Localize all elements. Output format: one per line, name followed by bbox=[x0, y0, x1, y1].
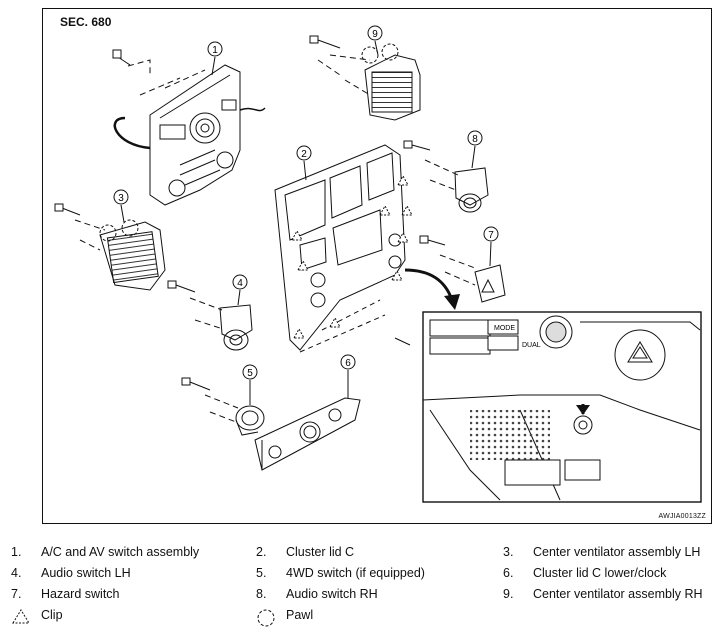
figure-id: AWJIA0013ZZ bbox=[658, 513, 706, 520]
legend-item-label: Center ventilator assembly RH bbox=[533, 587, 703, 601]
legend-item-label: Hazard switch bbox=[41, 587, 120, 601]
legend-item-label: Cluster lid C bbox=[286, 545, 355, 559]
callout-7: 7 bbox=[483, 226, 499, 267]
ac-av-switch-assembly-drawing bbox=[112, 49, 266, 206]
legend-symbol-label: Clip bbox=[41, 608, 63, 622]
legend-item-number: 9. bbox=[503, 587, 514, 601]
cluster-lid-c-drawing bbox=[274, 144, 411, 353]
legend-item-number: 6. bbox=[503, 566, 514, 580]
callout-9-text: 9 bbox=[372, 29, 378, 40]
callout-8-text: 8 bbox=[472, 134, 478, 145]
callouts: 1 2 3 4 5 6 7 8 9 bbox=[113, 25, 499, 405]
callout-6-text: 6 bbox=[345, 358, 351, 369]
center-ventilator-rh-drawing bbox=[309, 35, 421, 121]
callout-5-text: 5 bbox=[247, 368, 253, 379]
section-label: SEC. 680 bbox=[60, 15, 112, 29]
inset-dual-label: DUAL bbox=[522, 342, 541, 349]
legend-item-number: 3. bbox=[503, 545, 514, 559]
legend-item-label: Audio switch LH bbox=[41, 566, 131, 580]
4wd-switch-drawing bbox=[181, 377, 265, 436]
legend-item-label: Audio switch RH bbox=[286, 587, 378, 601]
inset-mode-label: MODE bbox=[494, 325, 515, 332]
clip-triangle-icon bbox=[12, 609, 30, 624]
callout-5: 5 bbox=[242, 364, 258, 405]
callout-7-text: 7 bbox=[488, 230, 494, 241]
callout-1: 1 bbox=[207, 41, 223, 76]
callout-9: 9 bbox=[367, 25, 383, 56]
legend-item-label: A/C and AV switch assembly bbox=[41, 545, 200, 559]
legend-symbol-label: Pawl bbox=[286, 608, 314, 622]
detail-inset-drawing bbox=[422, 315, 701, 501]
clip-markers bbox=[291, 174, 413, 339]
legend-item-number: 1. bbox=[11, 545, 22, 559]
pawl-circle-icon bbox=[257, 609, 275, 627]
legend-item-label: Cluster lid C lower/clock bbox=[533, 566, 667, 580]
center-ventilator-lh-drawing bbox=[54, 203, 166, 291]
callout-2: 2 bbox=[296, 145, 312, 181]
audio-switch-rh-drawing bbox=[403, 140, 489, 213]
callout-3-text: 3 bbox=[118, 193, 124, 204]
legend-item-number: 7. bbox=[11, 587, 22, 601]
legend-item-number: 2. bbox=[256, 545, 267, 559]
callout-6: 6 bbox=[340, 354, 356, 398]
hazard-switch-drawing bbox=[419, 235, 506, 303]
cluster-lid-lower-drawing bbox=[254, 397, 361, 471]
callout-3: 3 bbox=[113, 189, 129, 223]
legend-item-label: Center ventilator assembly LH bbox=[533, 545, 701, 559]
legend-item-number: 5. bbox=[256, 566, 267, 580]
callout-8: 8 bbox=[467, 130, 483, 169]
legend-item-number: 8. bbox=[256, 587, 267, 601]
audio-switch-lh-drawing bbox=[167, 280, 253, 351]
callout-4: 4 bbox=[232, 274, 248, 306]
callout-1-text: 1 bbox=[212, 45, 218, 56]
legend-item-label: 4WD switch (if equipped) bbox=[286, 566, 425, 580]
legend-item-number: 4. bbox=[11, 566, 22, 580]
callout-2-text: 2 bbox=[301, 149, 307, 160]
callout-4-text: 4 bbox=[237, 278, 243, 289]
detail-arrow bbox=[404, 268, 454, 301]
